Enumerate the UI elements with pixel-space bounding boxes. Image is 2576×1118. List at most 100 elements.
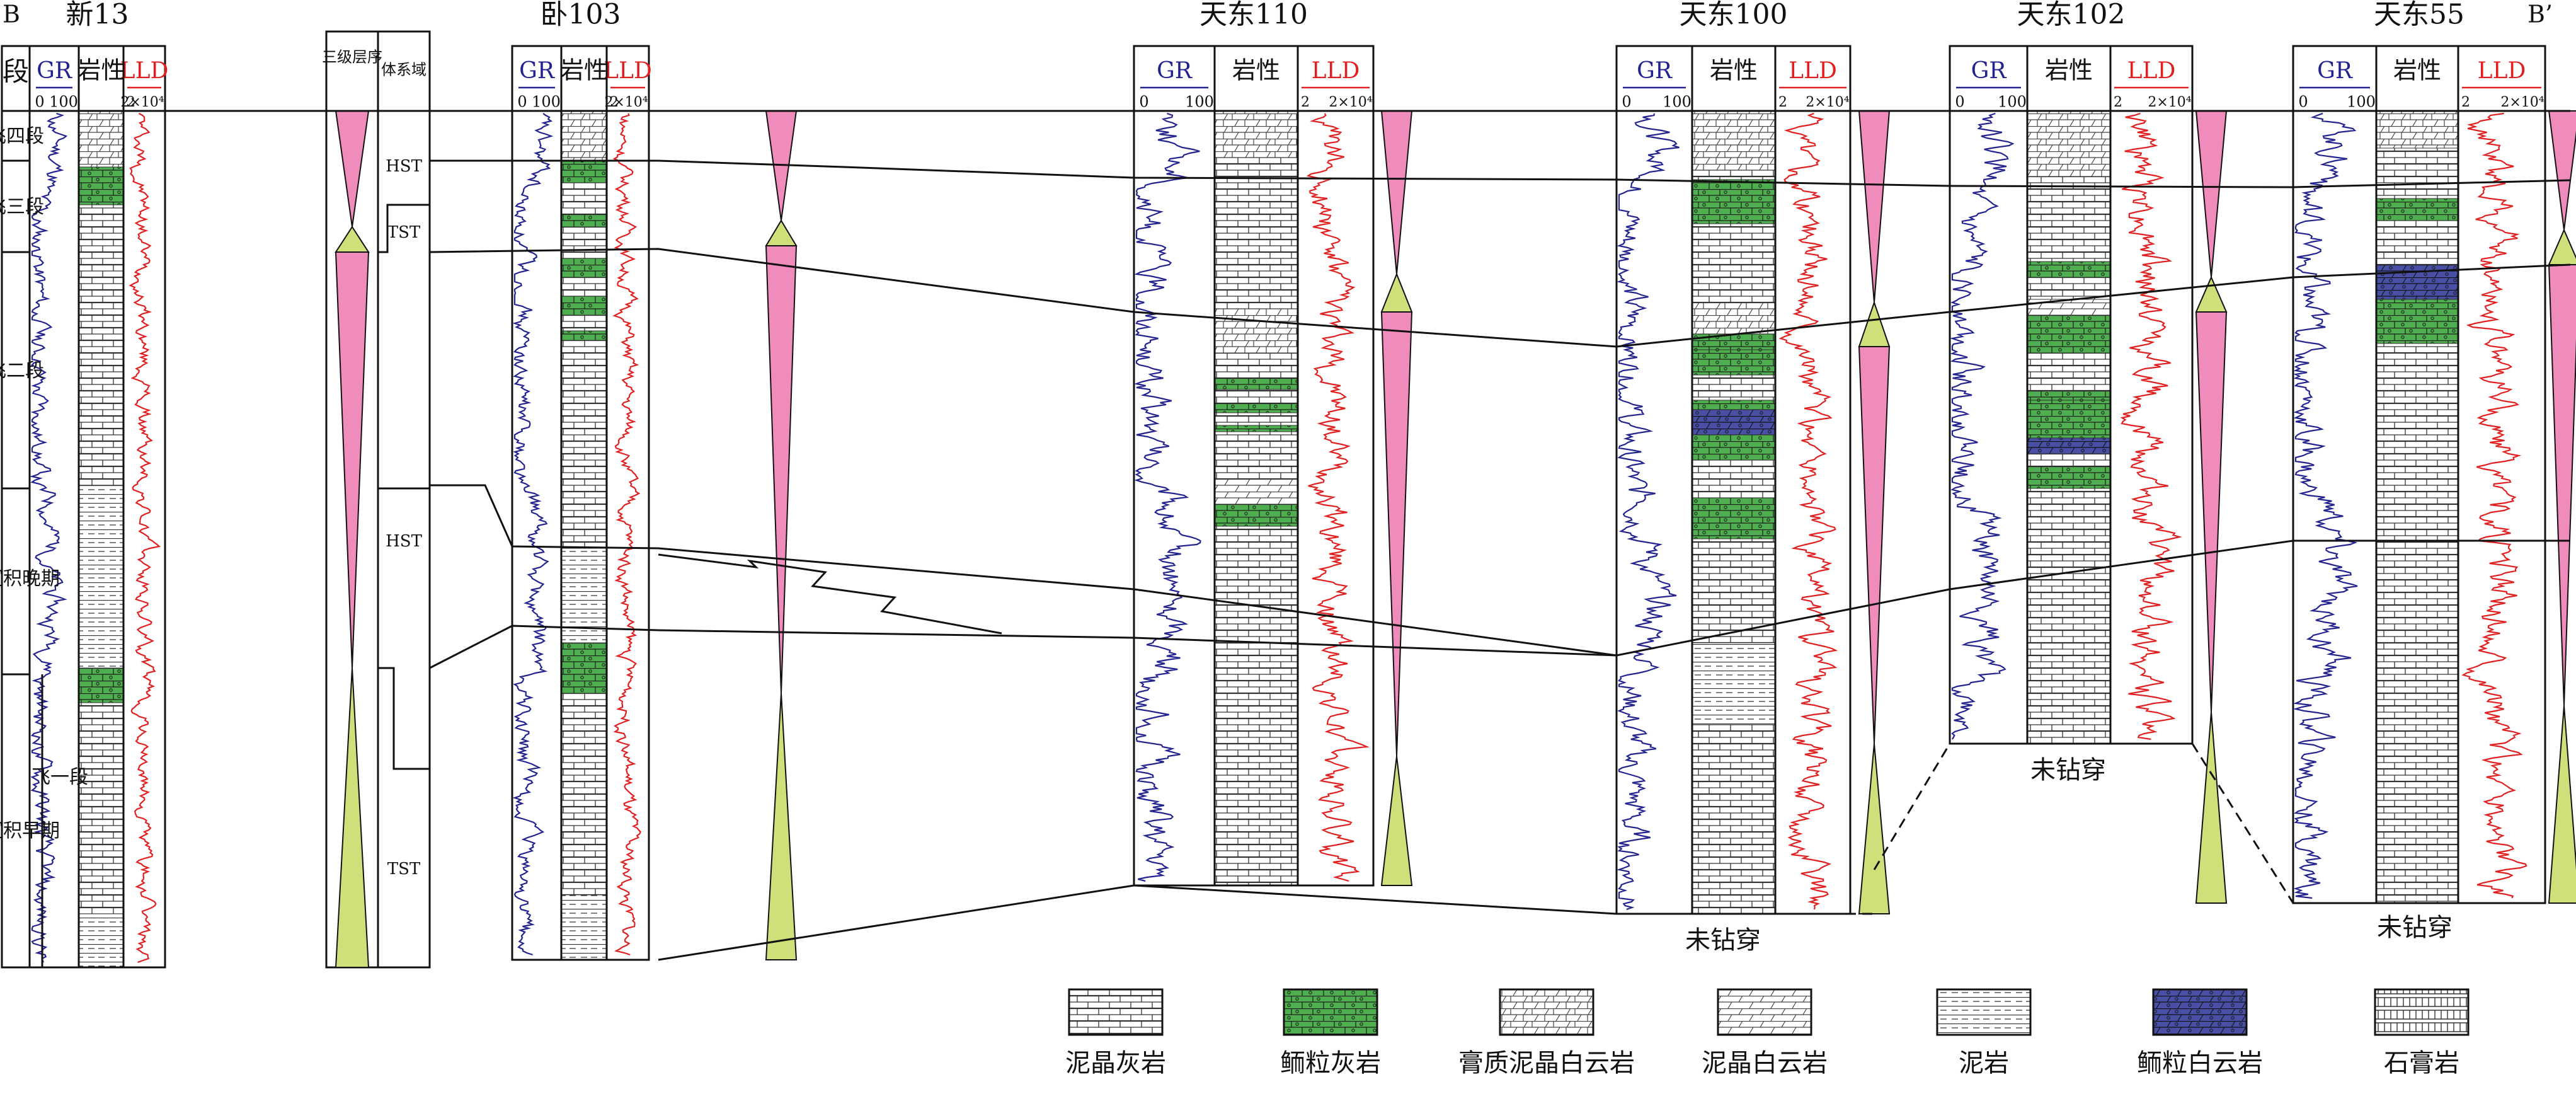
lld-log-curve: [612, 113, 641, 956]
not-penetrated-label: 未钻穿: [2377, 913, 2453, 942]
lld-scale-min: 2: [1301, 95, 1310, 110]
lithology-band: [2376, 110, 2459, 149]
correlation-fei1-lower: [429, 625, 1617, 669]
gr-scale-min: 0: [1955, 93, 1964, 111]
lld-scale-max: 2×10⁴: [1806, 95, 1849, 110]
lithology-band: [561, 340, 607, 549]
legend-swatch-mudstone: [1936, 988, 2032, 1036]
tract-boundary: [378, 204, 430, 253]
lithology-band: [1214, 526, 1298, 886]
gr-log-curve: [1134, 112, 1201, 882]
gr-log-curve: [1949, 112, 2015, 740]
lithology-header: 岩性: [77, 57, 125, 84]
third-order-header: 三级层序: [322, 49, 382, 66]
correlation-fei3-top: [430, 159, 2571, 188]
lithology-band: [1692, 538, 1776, 568]
systems-tract-column: [377, 30, 431, 969]
lithology-band: [2027, 516, 2111, 744]
lithology-band: [1692, 724, 1776, 914]
lld-scale-max: 2×10⁴: [604, 95, 648, 110]
lld-header: LLD: [120, 58, 169, 84]
lithology-legend: 泥晶灰岩鲕粒灰岩膏质泥晶白云岩泥晶白云岩泥岩鲕粒白云岩石膏岩: [1065, 988, 2470, 1078]
gr-log-curve: [1616, 113, 1680, 911]
tst-triangle: [2195, 712, 2228, 904]
lithology-band: [2027, 466, 2111, 489]
lld-scale-min: 2: [2461, 95, 2470, 110]
systems-tract-label: HST: [386, 157, 422, 176]
lithology-band: [1214, 425, 1298, 432]
lithology-header: 岩性: [2045, 57, 2093, 84]
tst-triangle: [2548, 228, 2576, 265]
lithology-band: [78, 913, 124, 968]
tst-triangle: [2195, 275, 2228, 313]
tst-triangle: [1380, 756, 1413, 886]
lithology-band: [1692, 170, 1776, 180]
stage-label-early: 沉积早期: [0, 820, 60, 842]
systems-tract-label: TST: [387, 860, 421, 879]
lithology-band: [2027, 390, 2111, 401]
lld-log-curve: [129, 113, 161, 964]
lithology-header: 岩性: [1232, 57, 1280, 84]
hst-triangle: [335, 110, 370, 228]
lithology-band: [561, 642, 607, 694]
lithology-band: [1692, 302, 1776, 335]
stage-label-fei1: 飞一段: [31, 766, 88, 788]
lithology-band: [1692, 110, 1776, 171]
legend-swatch-oolitic-limestone: [1283, 988, 1378, 1036]
hst-triangle: [2548, 110, 2576, 231]
lithology-band: [2376, 220, 2459, 265]
lld-scale-max: 2×10⁴: [2500, 95, 2544, 110]
legend-swatch-oolitic-dolomite: [2152, 988, 2248, 1036]
lithology-band: [78, 485, 124, 669]
lithology-band: [1692, 459, 1776, 498]
lld-scale-min: 2: [2114, 95, 2122, 110]
lithology-band: [561, 182, 607, 215]
lithology-band: [561, 110, 607, 161]
lithology-band: [561, 258, 607, 278]
lithology-band: [78, 110, 124, 168]
legend-swatch-gypsum-micrite-dolomite: [1499, 988, 1594, 1036]
lithology-band: [78, 667, 124, 703]
lithology-band: [2027, 261, 2111, 278]
tst-triangle: [1380, 272, 1413, 313]
gr-scale-min: 0: [2298, 93, 2308, 111]
gr-header: GR: [37, 58, 72, 84]
lithology-band: [1692, 409, 1776, 435]
section-end-right: B’: [2527, 1, 2553, 28]
stage-label-late: 沉积晚期: [0, 568, 60, 590]
section-end-left: B: [3, 1, 20, 28]
well-name-td102: 天东102: [2017, 0, 2126, 31]
tst-triangle: [765, 693, 798, 960]
lithology-band: [561, 330, 607, 341]
lld-scale-min: 2: [1778, 95, 1787, 110]
gr-log-curve: [2293, 112, 2358, 899]
lithology-band: [2027, 277, 2111, 300]
gr-scale-max: 100: [1998, 93, 2027, 111]
lld-log-curve: [1778, 112, 1838, 910]
lithology-band: [1214, 412, 1298, 426]
legend-label-micrite-limestone: 泥晶灰岩: [1065, 1049, 1166, 1078]
lithology-band: [2027, 352, 2111, 391]
lld-header: LLD: [1789, 58, 1837, 84]
lithology-band: [2376, 299, 2459, 344]
lithology-header: 岩性: [560, 57, 608, 84]
correlation-fei1-upper: [430, 484, 2570, 657]
tract-boundary: [378, 667, 430, 770]
hst-triangle: [1858, 346, 1891, 744]
gr-header: GR: [2317, 58, 2353, 84]
systems-tract-label: TST: [387, 223, 421, 242]
lithology-band: [561, 693, 607, 896]
gr-header: GR: [519, 58, 555, 84]
lithology-band: [1692, 567, 1776, 643]
lithology-band: [1692, 179, 1776, 224]
not-penetrated-label: 未钻穿: [1685, 926, 1761, 955]
lld-scale-max: 2×10⁴: [120, 95, 164, 110]
lithology-band: [561, 277, 607, 297]
stage-header: 段: [3, 56, 29, 87]
